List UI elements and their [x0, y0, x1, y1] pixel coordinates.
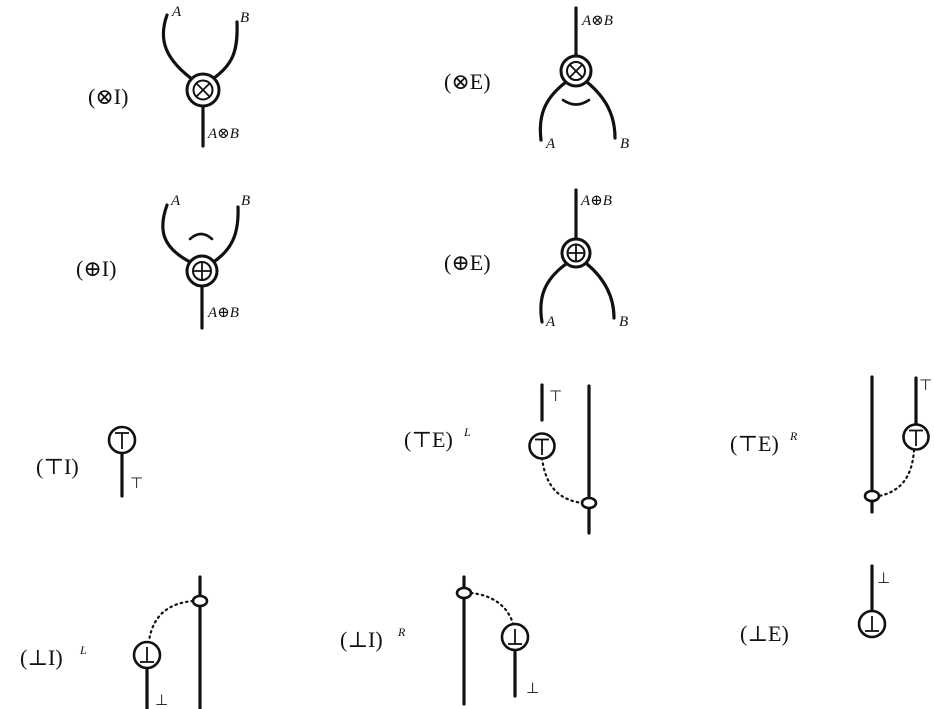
- rule-bottom-intro-right: (⊥I) R ⊥: [340, 575, 539, 706]
- tensor-node: [559, 54, 593, 88]
- wire-label-b: B: [241, 193, 250, 209]
- rule-plus-elim: (⊕E) A⊕B A B: [444, 188, 628, 330]
- rule-superscript: L: [463, 425, 471, 439]
- wire-label-out: A⊗B: [207, 126, 239, 142]
- wire-label-a: A: [170, 193, 181, 209]
- wire-label-in: A⊕B: [580, 193, 612, 209]
- rule-label: (⊤I): [36, 454, 79, 479]
- rule-label: (⊥E): [740, 621, 789, 646]
- wire-b: [585, 262, 616, 320]
- wire-label-in: ⊤: [919, 376, 932, 394]
- with-arc: [188, 232, 214, 241]
- rule-top-elim-right: (⊤E) R ⊤: [730, 375, 932, 514]
- par-arc: [561, 98, 591, 106]
- rule-label: (⊗E): [444, 69, 491, 94]
- attachment-ring: [863, 489, 881, 503]
- bottom-node: [132, 640, 162, 670]
- dotted-link: [469, 591, 515, 626]
- wire-label-a: A: [545, 314, 556, 330]
- wire-label-b: B: [619, 314, 628, 330]
- rule-label: (⊥I): [20, 645, 63, 670]
- dotted-link: [540, 456, 584, 505]
- wire-b: [585, 80, 617, 140]
- wire-label-out: A⊕B: [207, 305, 239, 321]
- tensor-node: [185, 72, 221, 108]
- wire-label-out: ⊤: [130, 474, 143, 492]
- top-node: [902, 423, 930, 451]
- wire-label-a: A: [171, 4, 182, 20]
- plus-node: [560, 237, 592, 269]
- rule-label: (⊕I): [76, 256, 116, 281]
- wire-label-out: ⊥: [526, 679, 539, 697]
- top-node: [528, 432, 556, 460]
- rule-plus-intro: (⊕I) A B A⊕B: [76, 193, 250, 330]
- rule-label: (⊗I): [88, 84, 128, 109]
- rule-superscript: R: [397, 625, 406, 639]
- rule-top-intro: (⊤I) ⊤: [36, 425, 143, 498]
- rule-top-elim-left: (⊤E) L ⊤: [404, 383, 598, 535]
- dotted-link: [877, 448, 916, 498]
- wire-a: [161, 203, 194, 265]
- attachment-ring: [580, 496, 598, 510]
- rule-tensor-elim: (⊗E) A⊗B A B: [444, 6, 629, 152]
- rule-label: (⊥I): [340, 627, 383, 652]
- rule-superscript: L: [79, 643, 87, 657]
- wire-label-in: ⊤: [549, 387, 562, 405]
- wire-label-out: ⊥: [155, 691, 168, 709]
- rule-label: (⊕E): [444, 250, 491, 275]
- attachment-ring: [455, 586, 473, 600]
- rule-bottom-intro-left: (⊥I) L ⊥: [20, 575, 209, 709]
- bottom-node: [500, 622, 530, 652]
- wire-label-b: B: [620, 136, 629, 152]
- rule-tensor-intro: (⊗I) A B A⊗B: [88, 4, 249, 148]
- plus-node: [185, 254, 219, 288]
- wire-label-a: A: [545, 136, 556, 152]
- rule-label: (⊤E): [404, 427, 453, 452]
- rule-bottom-elim: (⊥E) ⊥: [740, 564, 890, 646]
- wire-label-in: ⊥: [877, 569, 890, 587]
- rule-superscript: R: [789, 429, 798, 443]
- wire-label-in: A⊗B: [581, 13, 613, 29]
- attachment-ring: [191, 594, 209, 608]
- top-node: [107, 425, 137, 455]
- rule-label: (⊤E): [730, 431, 779, 456]
- wire-a: [538, 80, 568, 142]
- wire-a: [539, 262, 568, 324]
- dotted-link: [147, 599, 195, 643]
- wire-label-b: B: [240, 10, 249, 26]
- bottom-node: [857, 609, 887, 639]
- wire-a: [161, 13, 198, 84]
- wire-b: [210, 205, 240, 265]
- wire-b: [206, 20, 239, 84]
